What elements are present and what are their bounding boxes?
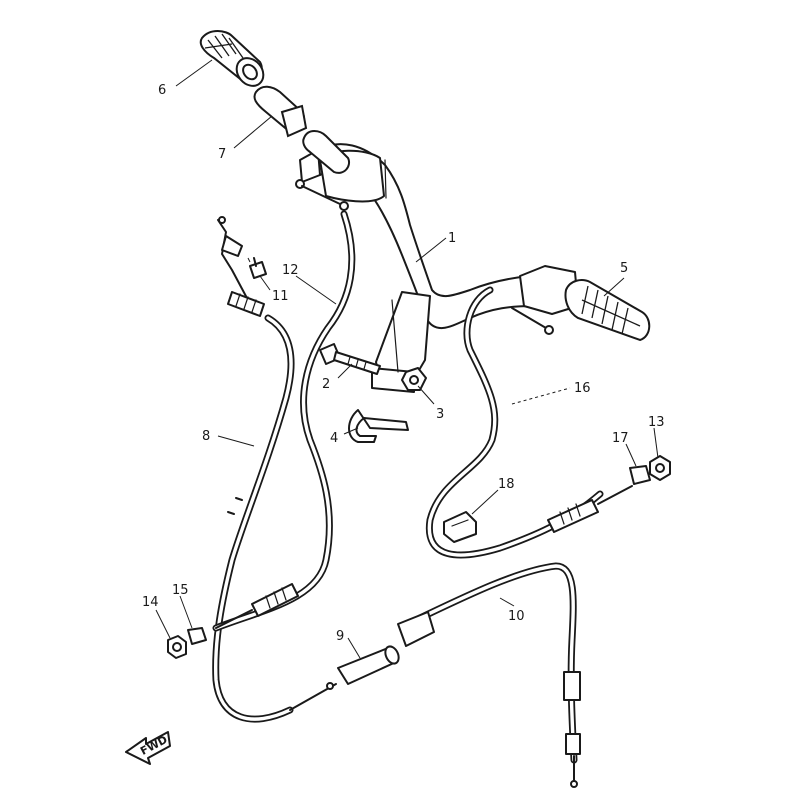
right-grip [564,279,651,342]
throttle-tube [253,85,350,174]
callout-1: 1 [448,231,456,246]
cable-end-top [217,216,265,317]
cable-8 [212,314,337,723]
callout-16: 16 [574,381,591,396]
callout-11: 11 [272,289,289,304]
callout-7: 7 [218,147,226,162]
adjuster-nut-14 [167,635,187,659]
callout-17: 17 [612,431,629,446]
adjuster-15 [187,627,207,645]
callout-18: 18 [498,477,515,492]
callout-5: 5 [620,261,628,276]
adjuster-nut-13 [649,455,671,481]
small-bolt [249,257,267,279]
callout-6: 6 [158,83,166,98]
callout-14: 14 [142,595,159,610]
screw-right [511,307,554,335]
cable-holder [348,409,409,443]
throttle-sleeve [337,645,400,685]
adjuster-17 [629,465,651,485]
cable-10 [397,562,581,788]
callout-10: 10 [508,609,525,624]
callout-2: 2 [322,377,330,392]
fwd-arrow-icon: FWD [125,731,171,765]
callout-13: 13 [648,415,665,430]
left-grip [199,30,265,87]
callout-12: 12 [282,263,299,278]
callout-9: 9 [336,629,344,644]
callout-3: 3 [436,407,444,422]
cable-16 [425,286,633,559]
clamp-bolt [319,343,381,375]
callout-8: 8 [202,429,210,444]
callout-4: 4 [330,431,338,446]
callout-15: 15 [172,583,189,598]
screw-left [295,179,349,211]
cable-clamp [443,511,477,543]
clamp-nut [401,367,427,391]
cable-12 [212,210,356,632]
leader-lines [155,59,659,659]
